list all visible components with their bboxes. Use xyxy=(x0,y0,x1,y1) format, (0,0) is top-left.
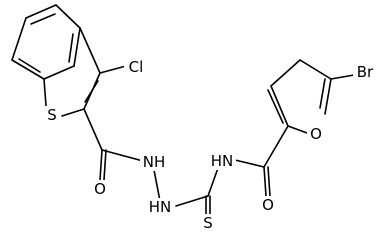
atom-o-right-carbonyl: O xyxy=(259,196,277,214)
svg-text:NH: NH xyxy=(143,153,166,171)
svg-text:HN: HN xyxy=(211,152,234,170)
thiourea-bonds xyxy=(175,167,219,215)
atom-s-thione: S xyxy=(200,214,216,232)
atom-s-thiophene: S xyxy=(45,106,60,124)
svg-text:Br: Br xyxy=(357,63,374,81)
svg-text:Cl: Cl xyxy=(129,58,144,76)
atom-o-furan: O xyxy=(307,125,325,143)
svg-text:O: O xyxy=(94,180,106,198)
left-linker-bonds xyxy=(83,65,161,202)
benzene-ring xyxy=(11,4,81,80)
svg-text:S: S xyxy=(47,106,57,124)
svg-text:O: O xyxy=(262,196,274,214)
svg-text:HN: HN xyxy=(149,198,172,216)
right-linker-bonds xyxy=(234,125,289,197)
svg-text:S: S xyxy=(203,214,213,232)
atom-o-left-carbonyl: O xyxy=(91,180,109,198)
atom-bromine: Br xyxy=(353,63,377,81)
atom-hn-thioamide: HN xyxy=(208,152,236,170)
atom-nh-hydrazide-1: NH xyxy=(140,153,168,171)
atom-chlorine: Cl xyxy=(124,58,146,76)
svg-text:O: O xyxy=(310,125,322,143)
thiophene-ring xyxy=(43,27,101,117)
furan-ring xyxy=(267,59,355,134)
atom-labels: S Cl O NH HN HN S O xyxy=(45,58,377,232)
atom-hn-hydrazide-2: HN xyxy=(146,198,174,216)
